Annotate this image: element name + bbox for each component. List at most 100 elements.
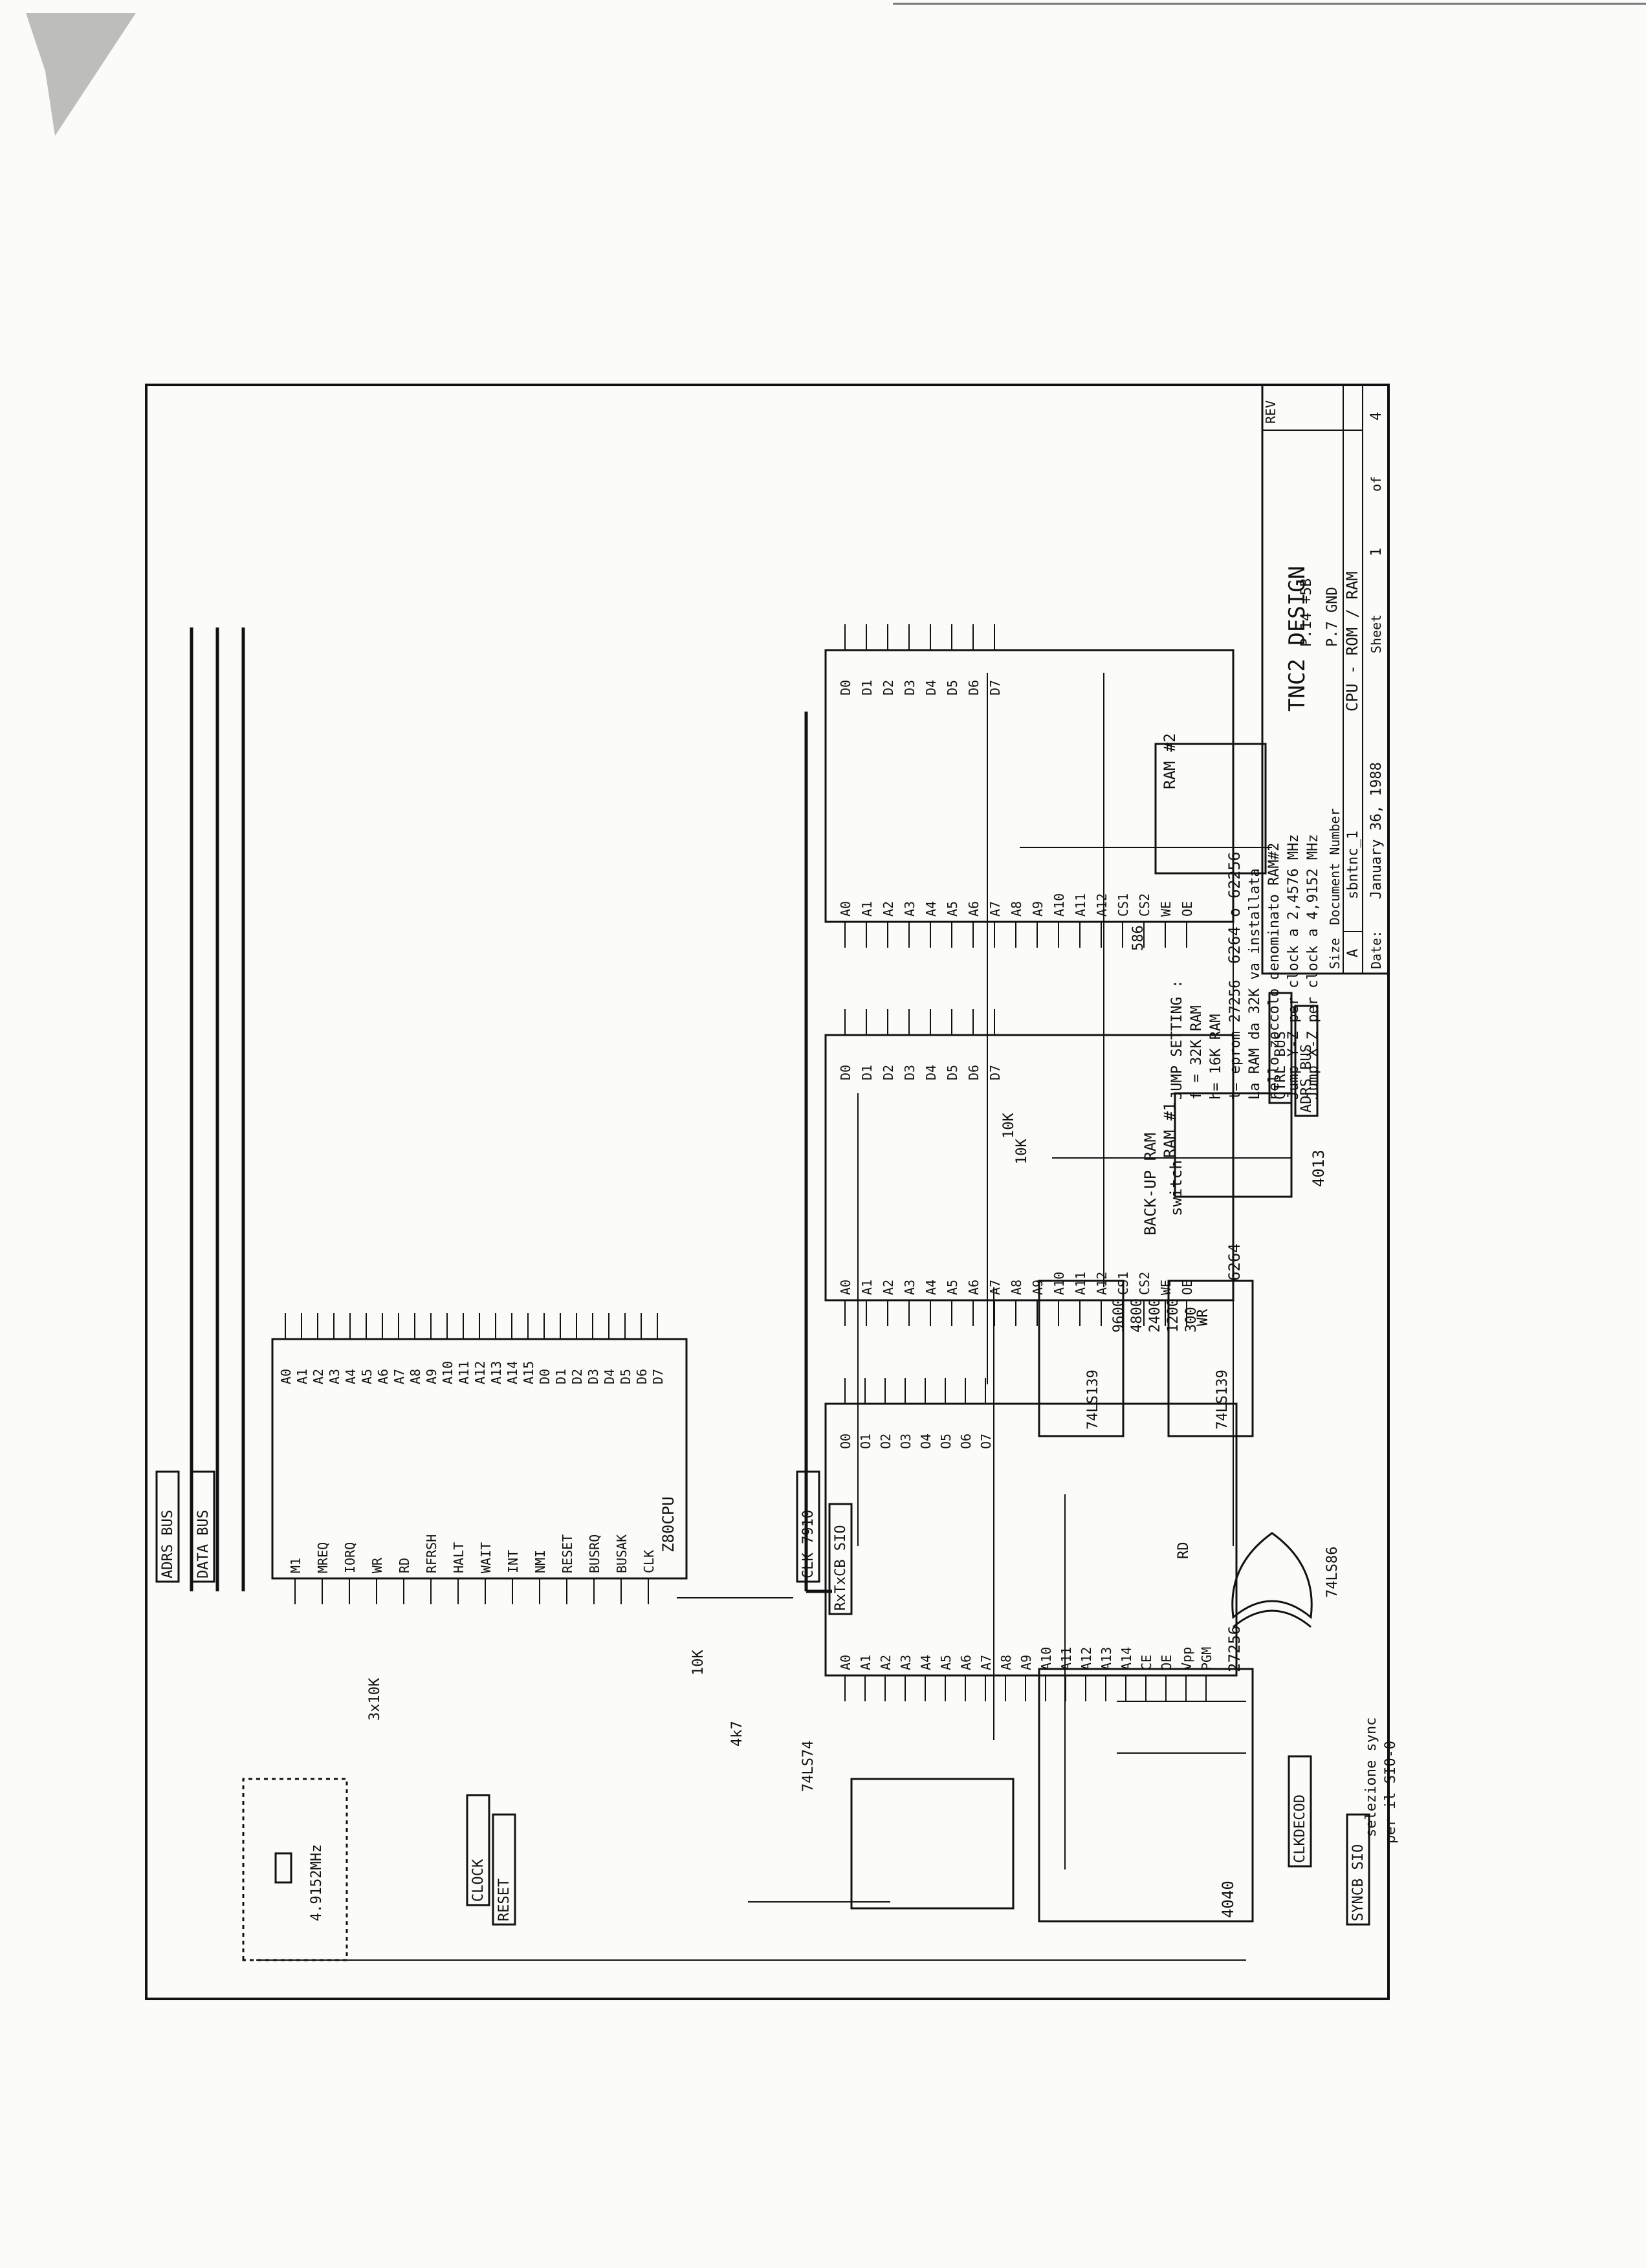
cpu-pin-label: WAIT [478,1542,494,1573]
cpu-pin-label: D3 [586,1369,601,1384]
ram2-pin-label: A4 [923,901,939,917]
cpu-pin-label: A8 [408,1369,423,1384]
rom-pin-label: A5 [938,1655,954,1670]
ram1-name: 6264 [1225,1243,1244,1281]
cpu-pin-label: A11 [456,1361,472,1384]
title-block: TNC2 DESIGN REV Size A Document Number s… [1261,384,1390,975]
ram2-pin-label: A2 [881,901,896,917]
rom-pin-label: O0 [838,1434,853,1449]
bus-synca-label: SYNCB SIO [1350,1844,1366,1921]
rom-pin-label: OE [1159,1655,1174,1670]
ram2-pin-label: D1 [859,680,875,695]
baud-rate-label: 300 [1183,1307,1200,1333]
cpu-pin-label: D1 [553,1369,569,1384]
sel-sync: selezione sync [1363,1717,1379,1837]
ram2-pin-label: A12 [1094,893,1110,917]
rom-pin-label: O1 [858,1434,873,1449]
cpu-pin-label: A15 [521,1361,536,1384]
decoder1-chip: 74LS139 [1038,1280,1125,1437]
jump-note-line: h= 16K RAM [1208,1014,1224,1100]
bus-reset-label: RESET [496,1879,512,1921]
rom-pin-label: A6 [958,1655,974,1670]
jump-note-line: t= eprom 27256 [1227,980,1244,1100]
bus-clk7910-label: CLK 7910 [800,1510,817,1578]
cpu-pin-label: D4 [602,1369,617,1384]
rom-pin-label: O2 [878,1434,894,1449]
rom-pin-label: A9 [1018,1655,1034,1670]
baud-rate-label: 9600 [1111,1298,1127,1333]
baud-rate-label: 2400 [1147,1298,1163,1333]
ram1-pin-label: D5 [945,1065,960,1080]
docnum-label: Document Number [1327,808,1343,925]
ram2-pin-label: OE [1180,901,1195,917]
cpu-pin-label: M1 [288,1558,303,1573]
cpu-pin-label: A12 [472,1361,488,1384]
cpu-pin-label: A1 [294,1369,310,1384]
cpu-pin-label: A10 [440,1361,455,1384]
bus-rxtxcb-label: RxTxCB SIO [833,1525,849,1611]
cpu-pin-label: BUSAK [614,1534,630,1573]
date-value: January 36, 1988 [1368,762,1385,899]
cpu-pin-label: D0 [537,1369,553,1384]
ram2-pin-label: A11 [1073,893,1088,917]
rom-pin-label: A2 [878,1655,894,1670]
rev-label: REV [1263,400,1278,424]
cpu-pin-label: D5 [618,1369,633,1384]
rd-label: RD [1176,1542,1192,1560]
ram1-pin-label: A10 [1051,1272,1067,1295]
drawing-border [145,384,1390,2000]
wr-label: WR [1195,1309,1211,1326]
cpu-name: Z80CPU [659,1496,677,1553]
of-value: 4 [1368,412,1385,420]
bus-reset-box [492,1813,516,1926]
corner-scuff [26,13,136,136]
cpu-pin-label: MREQ [315,1542,331,1573]
cpu-pin-label: A7 [391,1369,407,1384]
counter-name: 4040 [1219,1881,1237,1918]
ff74-name: 74LS74 [800,1741,817,1792]
ram1-pin-label: D7 [987,1065,1003,1080]
bus-adrs2-box [1294,1005,1319,1117]
bus-clock-label: CLOCK [470,1859,487,1902]
cpu-pin-label: A4 [343,1369,358,1384]
baud-rate-label: 1200 [1165,1298,1181,1333]
bus-ctrl-label: CTRL BUS [1273,1031,1289,1100]
ram1-pin-label: D1 [859,1065,875,1080]
docnum-value: sbntnc_1 [1345,831,1361,899]
baud-rate-label: 4800 [1129,1298,1145,1333]
rom-name: 27256 [1225,1626,1244,1672]
ram2-pin-label: WE [1158,901,1174,917]
res-3x10k: 3x10K [367,1677,383,1721]
bus-ctrl-box [1268,992,1293,1104]
ram1-pin-label: A11 [1073,1272,1088,1295]
ff74-chip: 74LS74 [800,1741,1015,1910]
decoder2-chip: 74LS139 [1167,1280,1254,1437]
ram1-pin-label: D2 [881,1065,896,1080]
res-10k-a: 10K [690,1650,707,1675]
cpu-pin-label: D6 [634,1369,650,1384]
crystal-block: 4.9152MHz [242,1778,348,1961]
rom-pin-label: PGM [1199,1647,1214,1670]
rom-pin-label: O5 [938,1434,954,1449]
xor-gate: 74LS86 [1231,1532,1341,1628]
jump-note-line: La RAM da 32K va installata [1247,868,1263,1100]
ram1-pin-label: A6 [966,1280,982,1295]
ram1-pin-label: D0 [838,1065,853,1080]
bus-clock-box [466,1794,490,1906]
bus-adrs-box [155,1470,180,1583]
cpu-pin-label: D2 [569,1369,585,1384]
cpu-pin-label: RFRSH [424,1534,439,1573]
cpu-pin-label: WR [369,1557,385,1573]
ram1-pin-label: A0 [838,1280,853,1295]
ram1-pin-label: WE [1158,1280,1174,1295]
rom-pin-label: A0 [838,1655,853,1670]
decoder2-name: 74LS139 [1214,1369,1231,1430]
diode-586: 586 [1130,925,1147,951]
rom-pin-label: CE [1139,1655,1154,1670]
ram2-pin-label: A5 [945,901,960,917]
